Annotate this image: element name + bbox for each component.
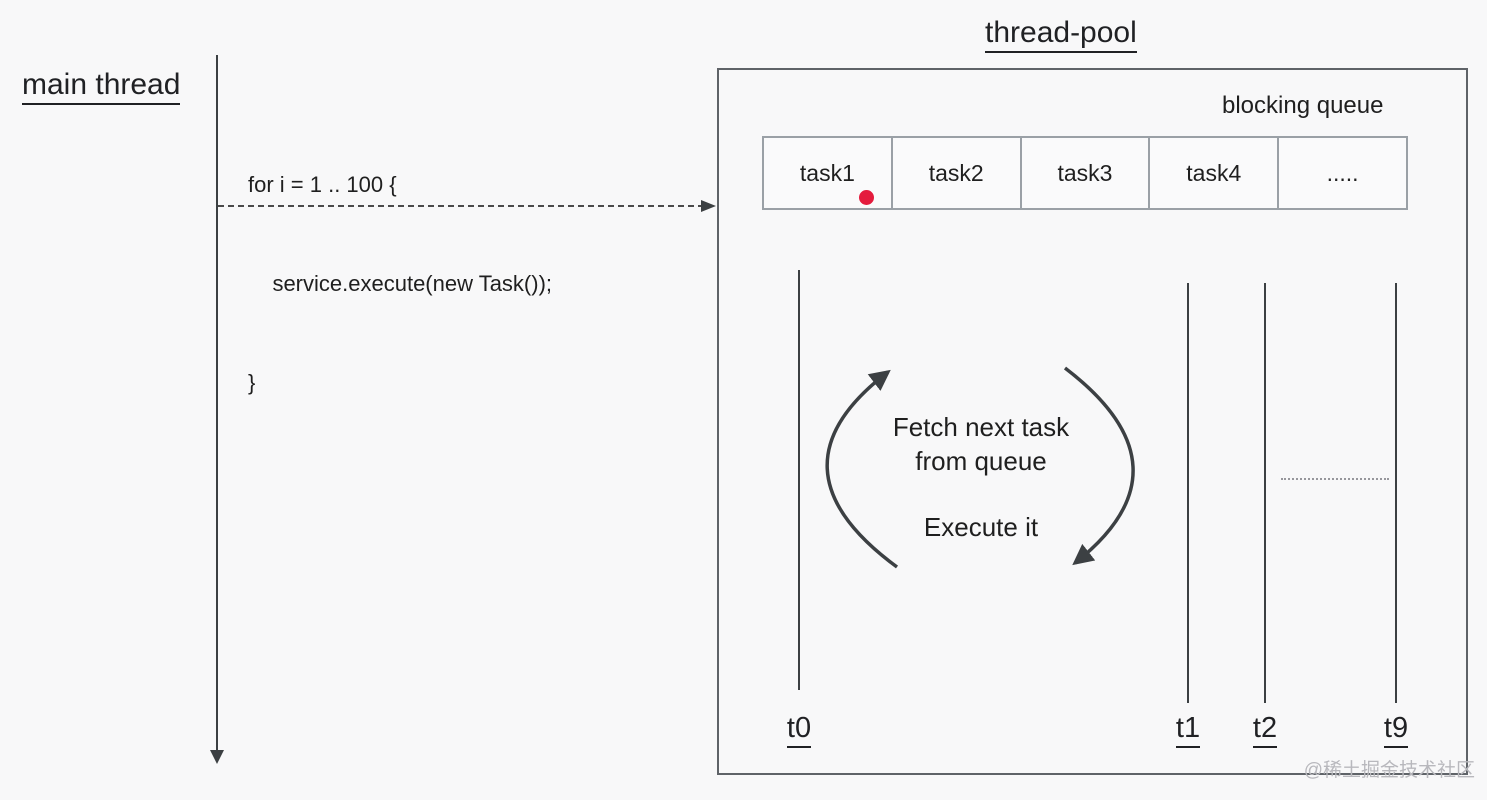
current-task-marker-dot (859, 190, 874, 205)
fetch-execute-loop-arrows (825, 366, 1135, 569)
submit-task-dashed-arrow (218, 205, 704, 207)
code-snippet: for i = 1 .. 100 { service.execute(new T… (248, 102, 552, 432)
submit-task-arrowhead-icon (701, 200, 716, 212)
code-line-2: service.execute(new Task()); (248, 271, 553, 296)
blocking-queue-label: blocking queue (1222, 92, 1384, 119)
main-thread-lifeline-arrowhead-icon (210, 750, 224, 764)
queue-cell-task4: task4 (1148, 138, 1277, 208)
thread-label-t0: t0 (777, 712, 821, 748)
main-thread-lifeline (216, 55, 218, 752)
thread-pool-title-text: thread-pool (985, 16, 1137, 53)
loop-arc-left (825, 369, 899, 569)
thread-pool-title: thread-pool (985, 16, 1137, 53)
thread-t9-lifeline (1395, 283, 1397, 703)
thread-t1-lifeline (1187, 283, 1189, 703)
thread-label-t1: t1 (1166, 712, 1210, 748)
more-threads-dotted-line (1281, 478, 1389, 480)
loop-fetch-label: Fetch next task from queue (856, 410, 1106, 478)
thread-t2-lifeline (1264, 283, 1266, 703)
thread-label-t2: t2 (1243, 712, 1287, 748)
queue-cell-task3: task3 (1019, 138, 1149, 208)
loop-fetch-line1: Fetch next task (892, 412, 1070, 442)
loop-fetch-line2: from queue (915, 446, 1047, 476)
main-thread-title: main thread (22, 68, 181, 105)
thread-pool-box (717, 68, 1468, 775)
thread-t0-lifeline (798, 270, 800, 690)
queue-cell-ellipsis: ..... (1277, 138, 1406, 208)
queue-cell-task2: task2 (890, 138, 1020, 208)
code-line-3: } (248, 370, 256, 395)
loop-arc-right (1063, 366, 1135, 566)
juejin-watermark: @稀土掘金技术社区 (1303, 760, 1475, 781)
main-thread-title-text: main thread (22, 68, 181, 105)
thread-label-t9: t9 (1374, 712, 1418, 748)
loop-execute-label: Execute it (923, 512, 1039, 542)
code-line-1: for i = 1 .. 100 { (248, 172, 397, 197)
queue-cell-task1: task1 (799, 159, 855, 186)
